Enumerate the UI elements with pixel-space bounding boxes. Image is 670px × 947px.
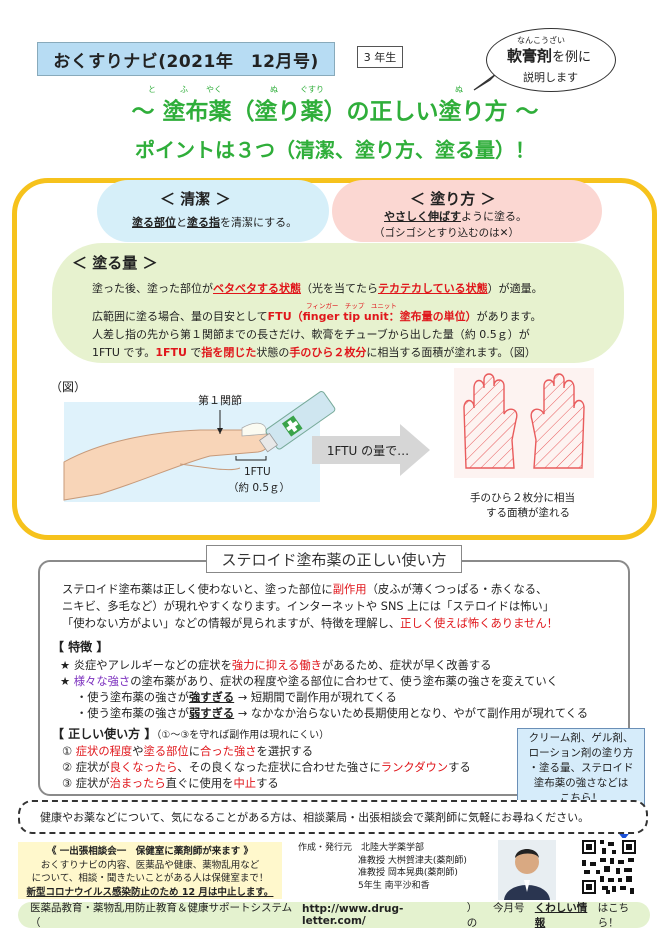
clean-text: 塗る部位と塗る指を清潔にする。 [132, 216, 298, 229]
steroid-intro-3: 「使わない方がよい」などの情報が見られますが、特徴を理解し、正しく使えば怖くあり… [62, 617, 558, 630]
usage-2: ② 症状が良くなったら、その良くなった症状に合わせた強さにランクダウンする [62, 761, 471, 774]
bubble-ruby: なんこうざい [517, 36, 565, 45]
arrow-right-icon [312, 424, 430, 476]
two-palms-illustration [454, 368, 594, 478]
steroid-title: ステロイド塗布薬の正しい使い方 [206, 545, 462, 573]
bubble-line1: 軟膏剤を例に [507, 47, 592, 65]
first-joint-label: 第１関節 [198, 394, 242, 407]
ftu-label: 1FTU [244, 466, 271, 478]
apply-heading: ＜ 塗り方 ＞ [410, 190, 496, 208]
ftu-ruby: フィンガー チップ ユニット [306, 302, 397, 310]
page-title: ～ 塗布薬（塗り薬）の正しい塗り方 ～ [131, 99, 539, 125]
feature-heading: 【 特徴 】 [52, 640, 109, 654]
bubble-line2: 説明します [523, 71, 578, 84]
page-subtitle: ポイントは３つ（清潔、塗り方、塗る量）！ [135, 138, 535, 162]
author-photo [498, 840, 556, 900]
usage-3: ③ 症状が治まったら直ぐに使用を中止する [62, 777, 279, 790]
usage-1: ① 症状の程度や塗る部位に合った強さを選択する [62, 745, 314, 758]
apply-section [332, 180, 602, 242]
speech-bubble: なんこうざい 軟膏剤を例に 説明します [486, 28, 616, 92]
feature-3: ・使う塗布薬の強さが強すぎる → 短期間で副作用が現れてくる [76, 691, 397, 704]
school-consultation-box: 《 一出張相談会一 保健室に薬剤師が来ます 》 おくすりナビの内容、医薬品や健康… [18, 842, 282, 899]
footer-bar: 医薬品教育・薬物乱用防止教育＆健康サポートシステム（http://www.dru… [18, 902, 650, 929]
grade-badge: 3 年生 [357, 46, 403, 68]
steroid-intro-1: ステロイド塗布薬は正しく使わないと、塗った部位に副作用（皮ふが薄くつっぱる・赤く… [62, 583, 548, 596]
amount-section [52, 243, 624, 363]
consultation-notice: 健康やお薬などについて、気になることがある方は、相談薬局・出張相談会で薬剤師に気… [18, 800, 648, 834]
clean-section [97, 180, 329, 242]
amount-heading: ＜ 塗る量 ＞ [72, 254, 158, 272]
finger-ointment-illustration [63, 391, 336, 502]
details-link[interactable]: くわしい情報 [534, 902, 588, 929]
ftu-weight-label: （約 0.5ｇ） [228, 482, 291, 494]
arrow-caption: 1FTU の量で… [326, 444, 410, 458]
website-link[interactable]: http://www.drug-letter.com/ [302, 903, 404, 927]
feature-4: ・使う塗布薬の強さが弱すぎる → なかなか治らないため長期使用となり、やがて副作… [76, 707, 589, 720]
palm-caption-line1: 手のひら２枚分に相当 [470, 492, 575, 504]
amount-paragraph-3: 人差し指の先から第１関節までの長さだけ、軟膏をチューブから出した量（約 0.5ｇ… [92, 328, 530, 341]
main-title-ruby: と ふ やく ぬ ぐすり ぬ [148, 85, 463, 94]
qr-code[interactable] [580, 838, 638, 896]
steroid-intro-2: ニキビ、多毛など）が現れやすくなります。インターネットや SNS 上には「ステロ… [62, 600, 555, 613]
apply-text: やさしく伸ばすように塗る。 [384, 210, 527, 223]
feature-2: ★ 様々な強さの塗布薬があり、症状の程度や塗る部位に合わせて、使う塗布薬の強さを… [60, 675, 558, 688]
figure-label: （図） [50, 380, 87, 394]
speech-bubble-tail [473, 73, 497, 91]
publisher-info: 作成・発行元 北陸大学薬学部 准教授 大桝賀津夫(薬剤師) 准教授 岡本晃典(薬… [298, 843, 467, 891]
clean-heading: ＜ 清潔 ＞ [160, 190, 231, 208]
feature-1: ★ 炎症やアレルギーなどの症状を強力に抑える働きがあるため、症状が早く改善する [60, 659, 492, 672]
issue-title: おくすりナビ(2021年 12月号) [37, 42, 335, 76]
palm-caption-line2: する面積が塗れる [486, 507, 570, 519]
usage-heading: 【 正しい使い方 】（①～③を守れば副作用は現れにくい） [52, 727, 330, 741]
amount-paragraph-1: 塗った後、塗った部位がベタベタする状態（光を当てたらテカテカしている状態）が適量… [92, 282, 543, 295]
apply-note: （ゴシゴシとすり込むのは✕） [374, 227, 519, 239]
amount-paragraph-2: 広範囲に塗る場合、量の目安としてFTU（finger tip unit：塗布量の… [92, 310, 542, 323]
amount-paragraph-4: 1FTU です。1FTU で指を閉じた状態の手のひら２枚分に相当する面積が塗れま… [92, 346, 536, 359]
